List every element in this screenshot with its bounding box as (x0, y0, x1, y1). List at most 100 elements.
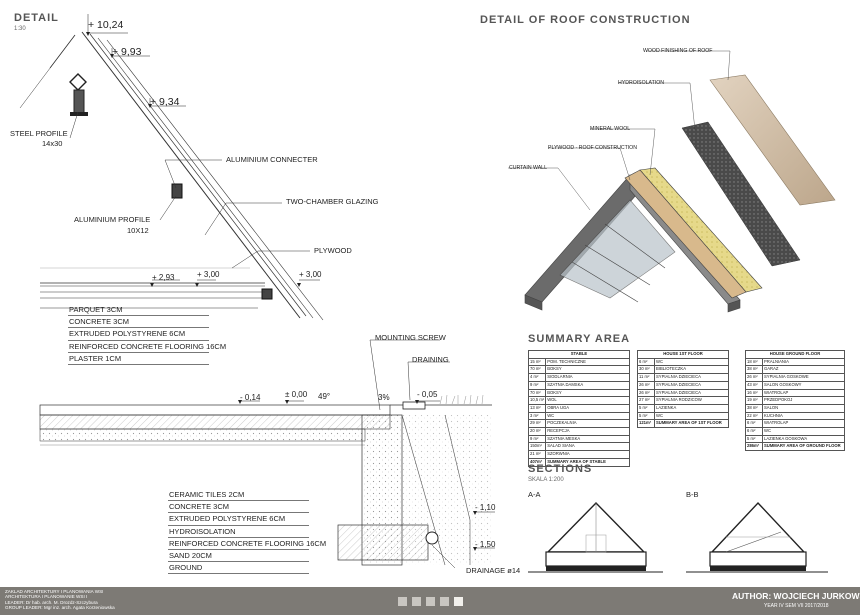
elevation-9-34: + 9,34 (150, 96, 180, 108)
ground-layer: CONCRETE 3CM (168, 501, 309, 514)
elevation-minus-1-50: - 1,50 (475, 540, 496, 549)
ground-layer: GROUND (168, 562, 309, 575)
section-b-b-drawing (686, 501, 828, 573)
ridge-steel-profile (69, 73, 88, 116)
elevation-3-00-a: + 3,00 (197, 270, 220, 279)
elevation-3-00-b: + 3,00 (299, 270, 322, 279)
ground-floor-slab (39, 401, 492, 566)
ground-layer: EXTRUDED POLYSTYRENE 6CM (168, 513, 309, 526)
table-header: STABLE (528, 350, 630, 359)
ground-layer: SAND 20CM (168, 550, 309, 563)
label-wood-finishing: WOOD FINISHING OF ROOF (643, 48, 713, 54)
floor-layer: PLASTER 1CM (68, 353, 209, 366)
label-steel-profile-size: 14x30 (42, 139, 63, 148)
label-mounting-screw: MOUNTING SCREW (375, 333, 446, 342)
page-marker (412, 597, 421, 606)
ground-layer: CERAMIC TILES 2CM (168, 489, 309, 502)
roof-detail-title: DETAIL OF ROOF CONSTRUCTION (480, 14, 691, 26)
label-curtain-wall: CURTAIN WALL (509, 165, 547, 171)
roof-angle: 49° (318, 392, 331, 401)
elevation-minus-0-14: - 0,14 (240, 393, 261, 402)
detail-section-drawing (19, 14, 495, 569)
footer-line: ZAKLAD ARCHITEKTURY I PLANOWANIA WSI (5, 589, 104, 594)
label-draining: DRAINING (412, 355, 449, 364)
ground-layer: REINFORCED CONCRETE FLOORING 16CM (168, 538, 326, 551)
footer-line: ARCHITEKTURA I PLANOWANIE WSI I (5, 594, 88, 600)
label-two-chamber-glazing: TWO-CHAMBER GLAZING (286, 197, 379, 206)
label-steel-profile: STEEL PROFILE (10, 129, 68, 138)
roof-exploded-isometric (508, 50, 836, 313)
table-header: HOUSE GROUND FLOOR (745, 350, 845, 359)
section-a-a-drawing (528, 501, 663, 573)
footer-year: YEAR IV SEM VII 2017/2018 (764, 603, 829, 609)
label-hydroisolation: HYDROISOLATION (618, 80, 665, 86)
footer-line: GROUP LEADER: Mgr inz. arch. Agata Korze… (5, 605, 115, 611)
ground-layer: HYDROISOLATION (168, 526, 309, 538)
elevation-0-00: ± 0,00 (285, 390, 308, 399)
label-aluminium-profile-size: 10X12 (127, 226, 149, 235)
floor-layer: EXTRUDED POLYSTYRENE 6CM (68, 328, 209, 341)
footer-line: LEADER: Dr hab. arch. M. Drozdz-Szczybur… (5, 599, 98, 605)
detail-scale: 1:30 (14, 26, 26, 32)
floor-layer-list: PARQUET 3CM CONCRETE 3CM EXTRUDED POLYST… (68, 304, 226, 366)
ground-layer-list: CERAMIC TILES 2CM CONCRETE 3CM EXTRUDED … (168, 489, 326, 575)
elevation-10-24: + 10,24 (88, 19, 124, 31)
label-mineral-wool: MINERAL WOOL (590, 126, 631, 132)
slope-percent: 3% (378, 393, 390, 402)
footer-info: ZAKLAD ARCHITEKTURY I PLANOWANIA WSI ARC… (5, 589, 115, 611)
section-label-b-b: B-B (686, 490, 699, 499)
floor-layer: REINFORCED CONCRETE FLOORING 16CM (68, 341, 226, 353)
section-label-a-a: A-A (528, 490, 541, 499)
table-header: HOUSE 1ST FLOOR (637, 350, 729, 359)
aluminium-connector-mark (171, 183, 183, 199)
elevation-2-93: + 2,93 (152, 273, 175, 282)
page-marker (440, 597, 449, 606)
sections-scale: SKALA 1:200 (528, 477, 564, 483)
detail-title: DETAIL (14, 12, 59, 24)
label-aluminium-profile: ALUMINIUM PROFILE (74, 215, 151, 224)
page-marker-active (454, 597, 463, 606)
elevation-9-93: + 9,93 (112, 46, 142, 58)
footer-author: AUTHOR: WOJCIECH JURKOWSKI (732, 591, 860, 601)
elevation-minus-1-10: - 1,10 (475, 503, 496, 512)
summary-title: SUMMARY AREA (528, 333, 631, 345)
floor-layer: CONCRETE 3CM (68, 316, 209, 329)
label-aluminium-connecter: ALUMINIUM CONNECTER (226, 155, 318, 164)
page-marker (398, 597, 407, 606)
label-plywood-roof-construction: PLYWOOD - ROOF CONSTRUCTION (548, 145, 637, 151)
